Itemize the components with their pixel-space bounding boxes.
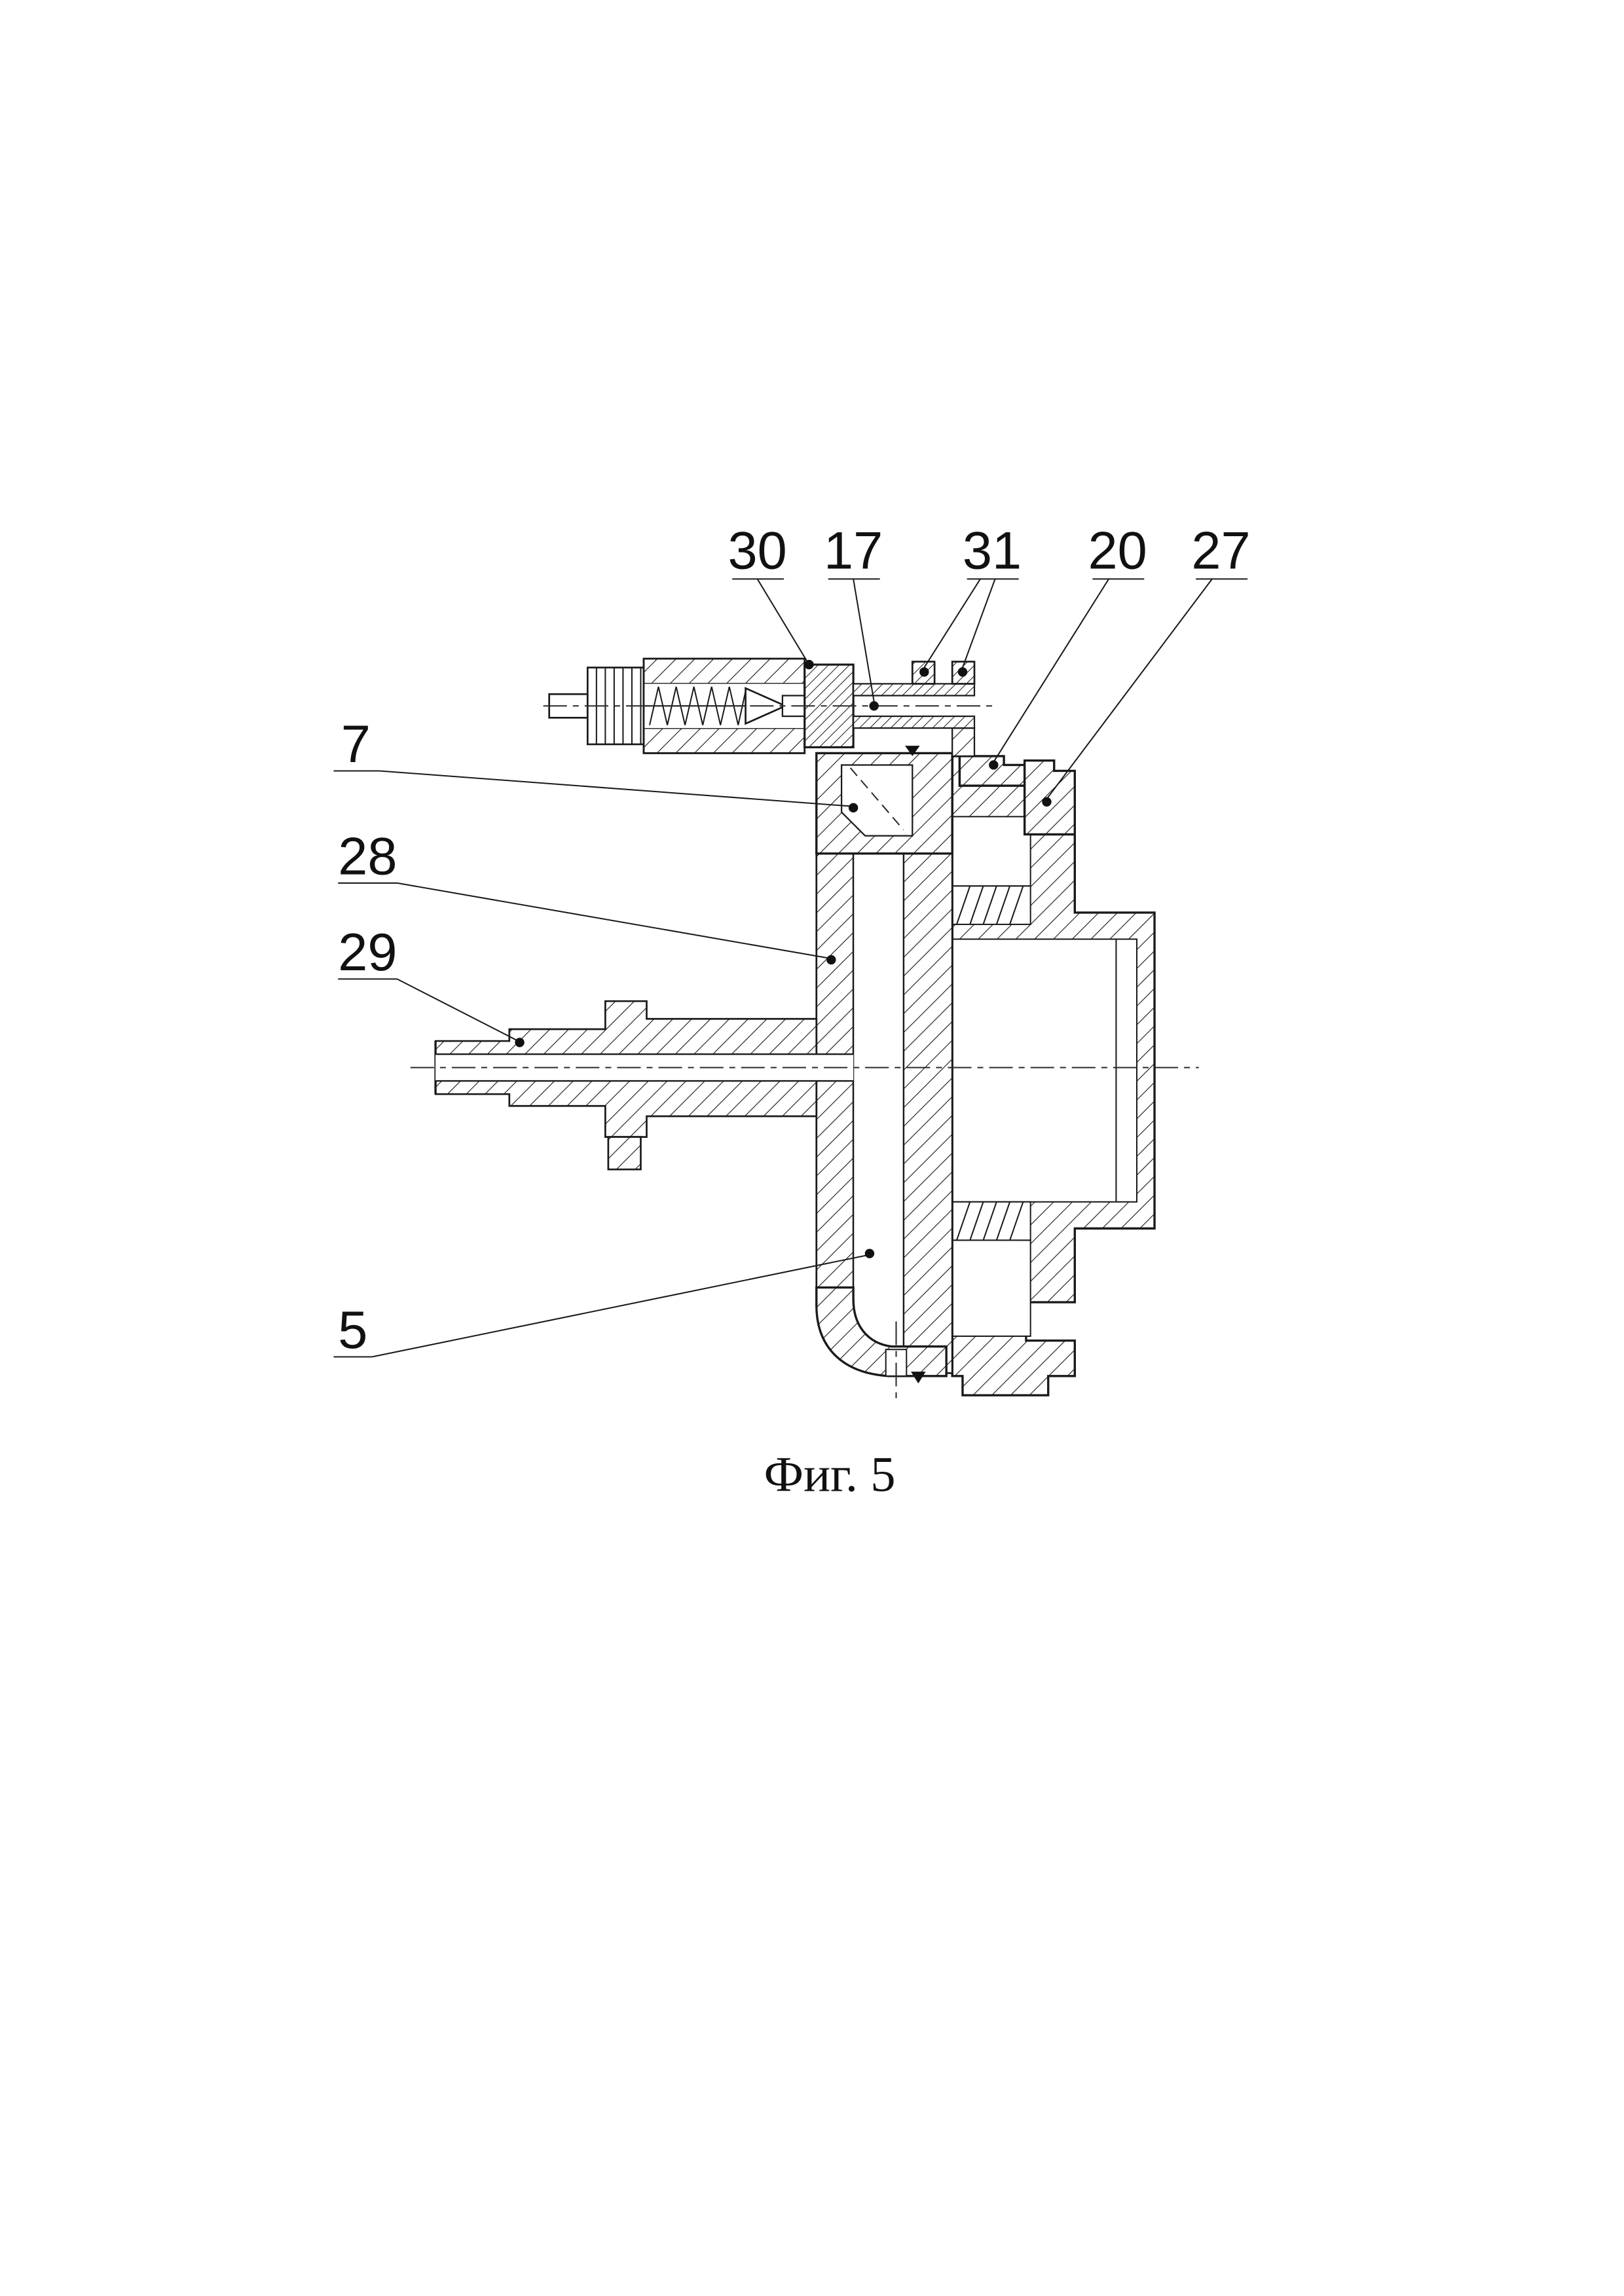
callout-label-30: 30 bbox=[728, 522, 786, 581]
leader-30 bbox=[756, 578, 814, 670]
leader-7 bbox=[379, 770, 858, 813]
fitting-lower-tab bbox=[607, 1136, 642, 1171]
weld-mark-bottom bbox=[911, 1372, 926, 1384]
callout-label-27: 27 bbox=[1191, 522, 1250, 581]
valve-block-part-7 bbox=[815, 727, 976, 855]
callout-label-20: 20 bbox=[1088, 522, 1147, 581]
callout-label-17: 17 bbox=[824, 522, 883, 581]
fitting-bottom-wall bbox=[434, 1080, 818, 1138]
nozzle-tube-part-17 bbox=[853, 683, 976, 729]
valve-block-cavity bbox=[840, 764, 913, 837]
leader-29 bbox=[397, 978, 525, 1048]
weld-marks bbox=[905, 746, 926, 1384]
weld-mark-top bbox=[905, 746, 920, 756]
leader-31 bbox=[919, 578, 996, 677]
leader-lines bbox=[371, 578, 1213, 1358]
housing-body bbox=[951, 755, 1156, 1396]
leader-20 bbox=[989, 578, 1110, 770]
leader-28 bbox=[397, 882, 836, 965]
inlet-fitting-part-29 bbox=[434, 1000, 854, 1171]
centerlines bbox=[410, 705, 1199, 1403]
leader-17 bbox=[853, 579, 879, 711]
central-chamber bbox=[951, 938, 1138, 1203]
leader-27 bbox=[1042, 578, 1213, 807]
thread-marks-upper bbox=[955, 885, 1024, 925]
callout-label-7: 7 bbox=[341, 715, 371, 774]
callout-label-5: 5 bbox=[338, 1301, 367, 1360]
callout-label-29: 29 bbox=[338, 923, 397, 982]
thread-marks-lower bbox=[955, 1201, 1024, 1241]
callout-label-28: 28 bbox=[338, 827, 397, 886]
lower-chamber bbox=[951, 1239, 1031, 1337]
figure-caption: Фиг. 5 bbox=[764, 1447, 896, 1503]
callout-label-31: 31 bbox=[963, 522, 1022, 581]
lower-thread-zone bbox=[951, 1201, 1031, 1241]
leader-5 bbox=[371, 1248, 875, 1358]
passage-axis bbox=[849, 767, 904, 831]
sleeve-part-28 bbox=[815, 852, 953, 1374]
upper-chamber bbox=[951, 816, 1031, 887]
sleeve-bore bbox=[852, 852, 904, 1347]
tube-body-boss bbox=[951, 727, 976, 757]
callout-labels: 30 17 31 20 27 7 28 29 5 bbox=[333, 522, 1251, 1360]
